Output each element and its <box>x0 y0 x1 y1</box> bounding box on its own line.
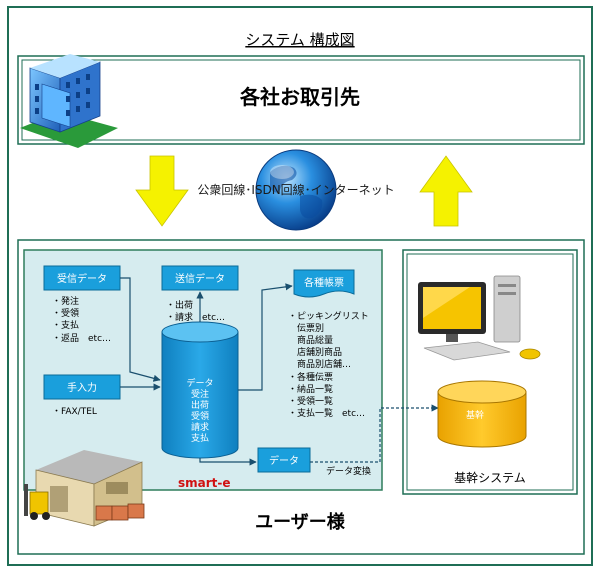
report-item: ・各種伝票 <box>288 371 333 383</box>
reports-box <box>293 269 355 298</box>
core-database-cylinder <box>437 380 527 448</box>
core-system-label: 基幹システム <box>454 470 526 485</box>
partners-label: 各社お取引先 <box>239 85 360 109</box>
database-line: 請求 <box>191 421 209 433</box>
send-data-label: 送信データ <box>175 272 225 285</box>
page-title: システム 構成図 <box>245 31 354 49</box>
report-item: 商品総量 <box>288 334 333 346</box>
report-item: ・納品一覧 <box>288 383 333 395</box>
receive-to-db-arrow <box>120 277 161 382</box>
db-to-data-arrow <box>199 458 257 466</box>
database-lines: データ 受注 出荷 受領 請求 支払 <box>186 377 213 444</box>
data-output-box <box>257 447 311 473</box>
report-item: ・受領一覧 <box>288 395 333 407</box>
data-to-core-arrow <box>310 404 439 463</box>
report-item: 伝票別 <box>288 323 324 334</box>
receive-data-label: 受信データ <box>57 272 107 285</box>
receive-item: ・発注 <box>52 295 79 307</box>
report-item: ・支払一覧 etc… <box>288 407 365 419</box>
manual-item: ・FAX/TEL <box>52 407 97 417</box>
computer-icon <box>418 275 541 361</box>
partners-box-inner <box>21 59 581 141</box>
send-item: ・出荷 <box>166 299 193 311</box>
send-data-box <box>161 265 239 291</box>
db-to-reports-arrow <box>238 283 293 391</box>
manual-input-label: 手入力 <box>67 381 97 394</box>
receive-item: ・受領 <box>52 307 79 319</box>
office-building-icon <box>20 54 118 148</box>
report-item: 店舗別商品 <box>288 346 342 358</box>
send-items: ・出荷 ・請求 etc… <box>166 299 225 323</box>
report-item: 商品別店舗… <box>288 358 351 370</box>
receive-item: ・支払 <box>52 319 79 331</box>
conversion-label: データ変換 <box>326 465 371 477</box>
report-item: ・ピッキングリスト <box>288 310 369 322</box>
reports-label: 各種帳票 <box>304 276 344 289</box>
downstream-arrow <box>135 155 189 227</box>
database-line: データ <box>186 377 213 389</box>
database-line: 受領 <box>191 410 209 422</box>
core-db-label: 基幹 <box>466 409 484 421</box>
receive-item: ・返品 etc… <box>52 332 111 344</box>
receive-items: ・発注 ・受領 ・支払 ・返品 etc… <box>52 295 111 344</box>
database-line: 出荷 <box>191 399 209 411</box>
core-panel-inner <box>406 253 574 491</box>
flow-connectors <box>120 277 439 466</box>
network-label: 公衆回線･ISDN回線･インターネット <box>197 182 394 197</box>
brand-label: smart-e <box>178 476 231 490</box>
forklift-icon <box>24 484 145 521</box>
reports-items: ・ピッキングリスト 伝票別 商品総量 店舗別商品 商品別店舗… ・各種伝票 ・納… <box>288 310 369 419</box>
database-line: 受注 <box>191 388 209 400</box>
user-label: ユーザー様 <box>255 511 346 533</box>
send-item: ・請求 etc… <box>166 311 225 323</box>
globe-icon <box>255 149 337 231</box>
upstream-arrow <box>419 155 473 227</box>
data-output-label: データ <box>269 454 299 467</box>
database-line: 支払 <box>191 432 209 444</box>
